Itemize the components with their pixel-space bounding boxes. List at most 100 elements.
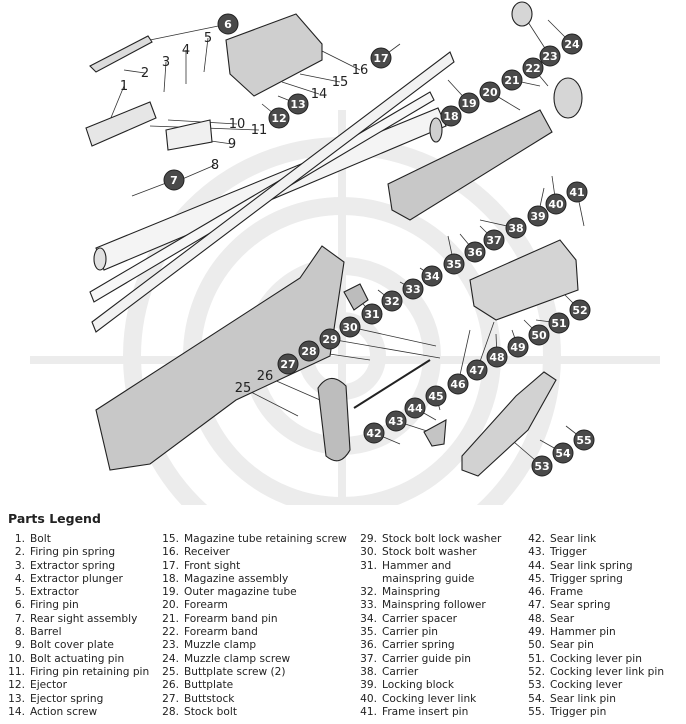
legend-item-number: 5.: [14, 586, 25, 599]
cocking-lever-part: [461, 371, 557, 477]
legend-item: 50.Sear pin: [524, 639, 664, 652]
legend-item-number: 42.: [528, 533, 545, 545]
legend-item: 5.Extractor: [4, 586, 149, 599]
legend-item-name: Forearm: [184, 599, 228, 612]
callout-number: 24: [564, 38, 580, 51]
legend-item-name: Stock bolt: [184, 705, 237, 718]
callout-badge: [573, 429, 595, 451]
legend-item-name: Sear link pin: [550, 692, 616, 705]
callout-number: 50: [531, 329, 547, 342]
legend-item-name: Extractor spring: [30, 559, 116, 572]
callout-2: 2: [141, 66, 149, 81]
callout-20: 20: [479, 81, 501, 103]
callout-badge: [466, 359, 488, 381]
legend-item: 43.Trigger: [524, 546, 664, 559]
trigger-part: [423, 419, 447, 447]
legend-item-name: Sear: [550, 612, 575, 625]
legend-item-name: Magazine assembly: [184, 572, 289, 585]
callout-30: 30: [339, 316, 361, 338]
legend-item-number: 48.: [528, 612, 545, 625]
legend-item-name: Hammer and: [382, 559, 452, 572]
legend-item: 31.Hammer and: [356, 560, 501, 573]
legend-item-name: Buttstock: [184, 692, 235, 705]
legend-item-number: 17.: [162, 559, 179, 572]
callout-5: 5: [204, 31, 212, 46]
callout-number: 3: [162, 55, 170, 70]
callout-badge: [505, 217, 527, 239]
firing-pin-part: [89, 35, 153, 73]
legend-item-name: Forearm band: [184, 626, 258, 639]
callout-number: 27: [280, 358, 295, 371]
callout-badge: [404, 397, 426, 419]
legend-item-number: 15.: [162, 533, 179, 545]
legend-item: 46.Frame: [524, 586, 664, 599]
legend-item-name: Muzzle clamp screw: [184, 652, 291, 665]
legend-item-number: 35.: [360, 626, 377, 639]
callout-27: 27: [277, 353, 299, 375]
legend-item: 37.Carrier guide pin: [356, 653, 501, 666]
callout-badge: [531, 455, 553, 477]
legend-item: 33.Mainspring follower: [356, 599, 501, 612]
legend-item-name: Firing pin spring: [30, 546, 116, 559]
outer-magazine-tube-part: [91, 51, 455, 333]
leader-line: [281, 81, 320, 95]
legend-item-name: Receiver: [184, 546, 230, 559]
callout-number: 2: [141, 66, 149, 81]
legend-item-number: 12.: [8, 679, 25, 692]
receiver-part: [225, 13, 323, 97]
callout-50: 50: [528, 324, 550, 346]
legend-item-name: Trigger spring: [550, 572, 623, 585]
forearm-part: [387, 109, 553, 221]
callout-19: 19: [458, 92, 480, 114]
callout-8: 8: [211, 158, 219, 173]
callout-number: 11: [251, 123, 268, 138]
callout-23: 23: [539, 45, 561, 67]
legend-item-number: 3.: [14, 559, 25, 572]
legend-item-number: 14.: [8, 705, 25, 718]
callout-badge: [548, 312, 570, 334]
legend-item: 41.Frame insert pin: [356, 706, 501, 719]
legend-item-number: 24.: [162, 652, 179, 665]
legend-item-name: Outer magazine tube: [184, 586, 297, 599]
callout-number: 54: [555, 447, 571, 460]
frame-part: [469, 239, 579, 321]
callout-badge: [440, 105, 462, 127]
legend-item-name: Ejector: [30, 679, 67, 692]
legend-item-name: Sear link spring: [550, 559, 633, 572]
legend-item: 9.Bolt cover plate: [4, 639, 149, 652]
callout-number: 8: [211, 158, 219, 173]
leader-line: [149, 23, 229, 41]
legend-item-number: 54.: [528, 692, 545, 705]
callout-10: 10: [229, 117, 246, 132]
legend-item: 52.Cocking lever link pin: [524, 666, 664, 679]
callout-badge: [363, 422, 385, 444]
legend-item-name: Firing pin retaining pin: [30, 665, 150, 678]
callout-number: 1: [120, 79, 128, 94]
callout-badge: [561, 33, 583, 55]
legend-item: 11.Firing pin retaining pin: [4, 666, 149, 679]
legend-item: 48. Sear: [524, 613, 664, 626]
callout-7: 7: [163, 169, 185, 191]
legend-item: 38.Carrier: [356, 666, 501, 679]
callout-number: 53: [534, 460, 549, 473]
legend-item-number: 36.: [360, 639, 377, 652]
legend-item-name: Cocking lever: [550, 679, 623, 692]
legend-item-number: 19.: [162, 586, 179, 599]
callout-number: 6: [224, 18, 232, 31]
callout-badge: [319, 328, 341, 350]
legend-item-name: Carrier guide pin: [382, 652, 471, 665]
legend-item-name: Stock bolt lock washer: [382, 533, 502, 545]
legend-item: 27.Buttstock: [158, 693, 347, 706]
legend-item-number: 6.: [14, 599, 25, 612]
legend-item-number: 20.: [162, 599, 179, 612]
legend-item-number: 51.: [528, 652, 545, 665]
callout-31: 31: [361, 303, 383, 325]
legend-item: 34.Carrier spacer: [356, 613, 501, 626]
legend-item-number: 34.: [360, 612, 377, 625]
legend-item-name: Cocking lever link pin: [550, 665, 665, 678]
legend-item: 21.Forearm band pin: [158, 613, 347, 626]
callout-number: 15: [332, 75, 349, 90]
